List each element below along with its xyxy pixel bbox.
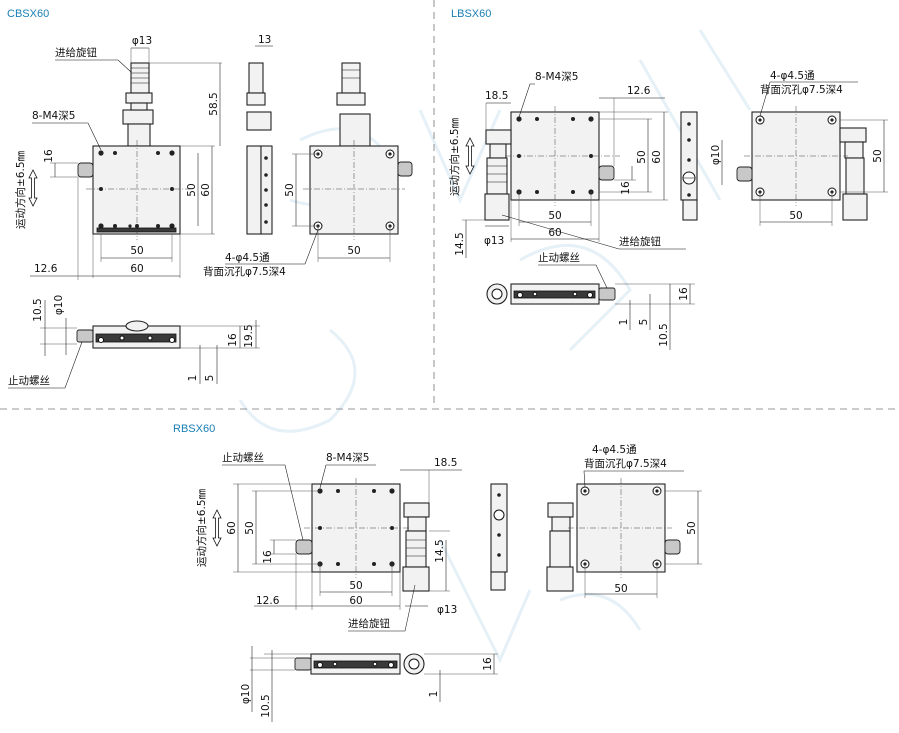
dim-lbsx-dia13: φ13: [484, 235, 504, 247]
dim-cbsx-60h: 60: [130, 263, 143, 275]
dim-rbsx-14-5: 14.5: [434, 539, 446, 562]
dim-lbsx-dia10: φ10: [710, 145, 722, 165]
label-stop-screw-cbsx: 止动螺丝: [8, 375, 50, 387]
dim-lbsx-60h: 60: [548, 227, 561, 239]
dim-lbsx-18-5: 18.5: [485, 90, 508, 102]
dim-lbsx-60v: 60: [651, 150, 663, 163]
cbsx-bottom-view: 50 50 4-φ4.5通 背面沉孔φ7.5深4: [203, 62, 413, 278]
dim-cbsx-60v: 60: [200, 183, 212, 196]
dim-cbsx-side-50h: 50: [347, 245, 360, 257]
dim-rbsx-50h: 50: [349, 580, 362, 592]
cbsx-dimensions: φ13 进给旋钮 8-M4深5 58.5 50 60 16 运动方向±6.5㎜ …: [14, 35, 222, 280]
watermark: [238, 29, 752, 664]
cbsx-top-view: [77, 62, 190, 240]
label-through-holes-cbsx: 4-φ4.5通: [225, 252, 270, 264]
label-feed-knob-lbsx: 进给旋钮: [619, 235, 661, 248]
dim-cbsx-13: 13: [258, 34, 271, 46]
rbsx-front-view: 16 1 φ10 10.5: [240, 646, 498, 722]
dim-lbsx-10-5: 10.5: [658, 323, 670, 346]
rbsx-side-view: [490, 483, 508, 591]
dim-cbsx-side-50: 50: [284, 183, 296, 196]
dim-lbsx-50h: 50: [548, 210, 561, 222]
label-tap-holes-cbsx: 8-M4深5: [32, 110, 75, 122]
label-feed-knob-cbsx: 进给旋钮: [55, 46, 97, 59]
dim-lbsx-14-5: 14.5: [454, 232, 466, 255]
stop-screw-head: [77, 162, 94, 178]
label-tap-holes-lbsx: 8-M4深5: [535, 71, 578, 83]
label-through-holes-lbsx: 4-φ4.5通: [770, 70, 815, 82]
dim-cbsx-12: 12.6: [34, 263, 58, 275]
dim-rbsx-10-5: 10.5: [260, 694, 272, 717]
dim-cbsx-58: 58.5: [208, 92, 220, 115]
dim-cbsx-1: 1: [187, 375, 199, 382]
dim-rbsx-front-16: 16: [482, 657, 494, 671]
rbsx-dimensions: 止动螺丝 8-M4深5 18.5 60 50 16 运动方向±6.5㎜ 14.5…: [195, 452, 462, 632]
dim-cbsx-50v: 50: [186, 183, 198, 196]
dim-lbsx-50v: 50: [636, 150, 648, 163]
lbsx-top-view: [484, 106, 620, 221]
lbsx-bottom-view: 4-φ4.5通 背面沉孔φ7.5深4 50 50: [736, 70, 888, 226]
dim-lbsx-12-6: 12.6: [627, 85, 651, 97]
micrometer-clamp: [122, 109, 154, 125]
rbsx-top-view: [295, 478, 430, 592]
dim-cbsx-16: 16: [43, 149, 55, 163]
rbsx-bottom-view: 4-φ4.5通 背面沉孔φ7.5深4 50 50: [546, 444, 702, 598]
dim-lbsx-bottom-50h: 50: [789, 210, 802, 222]
dim-rbsx-bottom-50v: 50: [686, 521, 698, 534]
label-feed-knob-rbsx: 进给旋钮: [348, 617, 390, 630]
travel-arrow-icon: [465, 137, 475, 175]
dim-rbsx-dia13: φ13: [437, 604, 457, 616]
dim-cbsx-10: φ10: [53, 295, 65, 315]
dim-lbsx-front-16: 16: [678, 287, 690, 301]
dim-rbsx-50v: 50: [244, 521, 256, 534]
label-through-holes-rbsx: 4-φ4.5通: [592, 444, 637, 456]
dim-cbsx-19-5: 19.5: [243, 324, 255, 347]
dim-cbsx-5: 5: [204, 375, 216, 382]
dim-cbsx-50h: 50: [130, 245, 143, 257]
dim-rbsx-1: 1: [428, 691, 440, 698]
cbsx-front-view: 10.5 φ10 16 19.5 1 5 止动螺丝: [8, 295, 260, 389]
dim-lbsx-16: 16: [620, 181, 632, 195]
label-travel-rbsx: 运动方向±6.5㎜: [195, 489, 208, 567]
dim-cbsx-knob-dia: φ13: [132, 35, 152, 47]
label-travel-lbsx: 运动方向±6.5㎜: [448, 118, 461, 196]
title-cbsx60: CBSX60: [7, 8, 49, 20]
dim-cbsx-10-5: 10.5: [32, 298, 44, 321]
lbsx-dimensions: 18.5 8-M4深5 12.6 50 60 16 运动方向±6.5㎜ 50 6…: [448, 71, 686, 258]
dim-rbsx-16: 16: [262, 550, 274, 564]
label-travel-cbsx: 运动方向±6.5㎜: [14, 151, 27, 229]
title-lbsx60: LBSX60: [451, 8, 491, 20]
label-tap-holes-rbsx: 8-M4深5: [326, 452, 369, 464]
label-counterbore-cbsx: 背面沉孔φ7.5深4: [203, 265, 286, 278]
label-stop-screw-lbsx: 止动螺丝: [538, 252, 580, 264]
travel-arrow-icon: [212, 509, 222, 547]
dim-rbsx-12-6: 12.6: [256, 595, 280, 607]
label-stop-screw-rbsx: 止动螺丝: [222, 452, 264, 464]
dim-lbsx-5: 5: [638, 319, 650, 326]
dim-rbsx-60h: 60: [349, 595, 362, 607]
lbsx-front-view: 16 1 5 10.5 止动螺丝: [486, 252, 695, 350]
travel-arrow-icon: [28, 169, 38, 207]
label-counterbore-rbsx: 背面沉孔φ7.5深4: [584, 457, 667, 470]
dim-cbsx-16s: 16: [227, 333, 239, 347]
cbsx-stage-body: [92, 145, 181, 235]
dim-lbsx-1: 1: [618, 319, 630, 326]
title-rbsx60: RBSX60: [173, 423, 215, 435]
cbsx-side-view: 13: [246, 34, 273, 235]
dim-rbsx-dia10: φ10: [240, 684, 252, 704]
dim-rbsx-bottom-50h: 50: [614, 583, 627, 595]
dim-lbsx-bottom-50v: 50: [872, 149, 884, 162]
label-counterbore-lbsx: 背面沉孔φ7.5深4: [760, 83, 843, 96]
dim-rbsx-60v: 60: [226, 521, 238, 534]
lbsx-side-view: φ10: [680, 111, 723, 221]
dim-rbsx-18-5: 18.5: [434, 457, 457, 469]
